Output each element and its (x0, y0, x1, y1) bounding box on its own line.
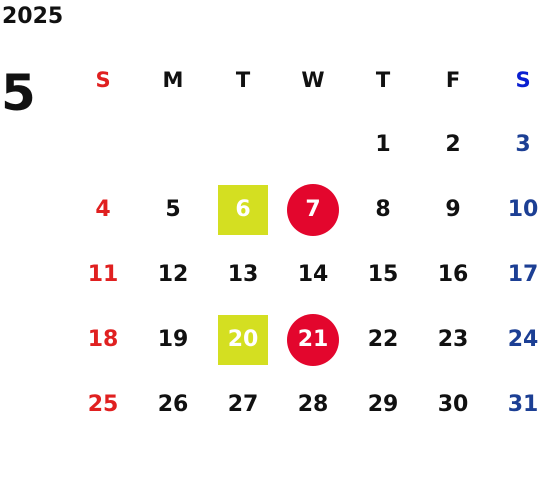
day-cell[interactable]: 19 (138, 307, 208, 372)
day-cell[interactable]: 15 (348, 242, 418, 307)
day-cell[interactable]: 17 (488, 242, 548, 307)
day-number: 25 (87, 392, 119, 417)
day-cell[interactable]: 26 (138, 372, 208, 437)
day-number: 10 (507, 197, 539, 222)
day-number: 15 (367, 262, 399, 287)
weekday-saturday: S (515, 68, 531, 92)
day-number: 27 (227, 392, 259, 417)
day-number: 24 (507, 327, 539, 352)
day-number: 12 (157, 262, 189, 287)
day-cell[interactable]: 1 (348, 112, 418, 177)
highlight-square (218, 184, 268, 235)
day-cell[interactable]: 22 (348, 307, 418, 372)
day-cell[interactable]: 16 (418, 242, 488, 307)
day-number: 31 (507, 392, 539, 417)
day-number: 11 (87, 262, 119, 287)
weekday-tuesday: T (235, 68, 251, 92)
day-cell[interactable]: 31 (488, 372, 548, 437)
day-cell-highlighted[interactable]: 6 (208, 177, 278, 242)
day-cell-holiday[interactable]: 21 (278, 307, 348, 372)
day-number: 18 (87, 327, 119, 352)
day-cell[interactable]: 25 (68, 372, 138, 437)
day-number: 13 (227, 262, 259, 287)
day-number: 16 (437, 262, 469, 287)
day-cell-holiday[interactable]: 7 (278, 177, 348, 242)
day-number: 3 (515, 132, 531, 157)
calendar-grid: S M T W T F S 1 2 3 4 5 6 7 8 9 10 11 12… (68, 48, 548, 437)
day-number: 23 (437, 327, 469, 352)
day-cell-empty (278, 112, 348, 177)
day-cell[interactable]: 24 (488, 307, 548, 372)
day-cell[interactable]: 18 (68, 307, 138, 372)
day-number: 20 (227, 327, 259, 352)
weekday-friday: F (445, 68, 461, 92)
day-cell[interactable]: 14 (278, 242, 348, 307)
calendar-year: 2025 (2, 4, 64, 29)
day-cell[interactable]: 4 (68, 177, 138, 242)
day-cell-empty (138, 112, 208, 177)
day-number: 14 (297, 262, 329, 287)
day-number: 29 (367, 392, 399, 417)
day-number: 7 (305, 197, 321, 222)
day-number: 17 (507, 262, 539, 287)
day-number: 21 (297, 327, 329, 352)
day-number: 30 (437, 392, 469, 417)
day-number: 8 (375, 197, 391, 222)
day-number: 6 (235, 197, 251, 222)
day-number: 5 (165, 197, 181, 222)
day-cell[interactable]: 11 (68, 242, 138, 307)
weekday-thursday: T (375, 68, 391, 92)
highlight-square (218, 314, 268, 365)
day-number: 4 (95, 197, 111, 222)
day-number: 1 (375, 132, 391, 157)
day-number: 2 (445, 132, 461, 157)
day-cell[interactable]: 23 (418, 307, 488, 372)
day-cell[interactable]: 10 (488, 177, 548, 242)
day-cell-empty (68, 112, 138, 177)
day-number: 28 (297, 392, 329, 417)
day-cell[interactable]: 28 (278, 372, 348, 437)
day-cell-highlighted[interactable]: 20 (208, 307, 278, 372)
weekday-wednesday: W (301, 68, 325, 92)
highlight-circle (287, 313, 339, 366)
day-cell[interactable]: 8 (348, 177, 418, 242)
day-cell[interactable]: 29 (348, 372, 418, 437)
highlight-circle (287, 183, 339, 236)
day-cell[interactable]: 12 (138, 242, 208, 307)
day-cell[interactable]: 27 (208, 372, 278, 437)
day-cell[interactable]: 30 (418, 372, 488, 437)
day-number: 26 (157, 392, 189, 417)
day-cell[interactable]: 13 (208, 242, 278, 307)
weekday-monday: M (162, 68, 184, 92)
day-cell-empty (208, 112, 278, 177)
day-cell[interactable]: 5 (138, 177, 208, 242)
day-cell[interactable]: 2 (418, 112, 488, 177)
day-cell[interactable]: 3 (488, 112, 548, 177)
weekday-sunday: S (95, 68, 111, 92)
day-number: 9 (445, 197, 461, 222)
day-number: 22 (367, 327, 399, 352)
day-number: 19 (157, 327, 189, 352)
calendar-month: 5 (1, 64, 36, 122)
day-cell[interactable]: 9 (418, 177, 488, 242)
